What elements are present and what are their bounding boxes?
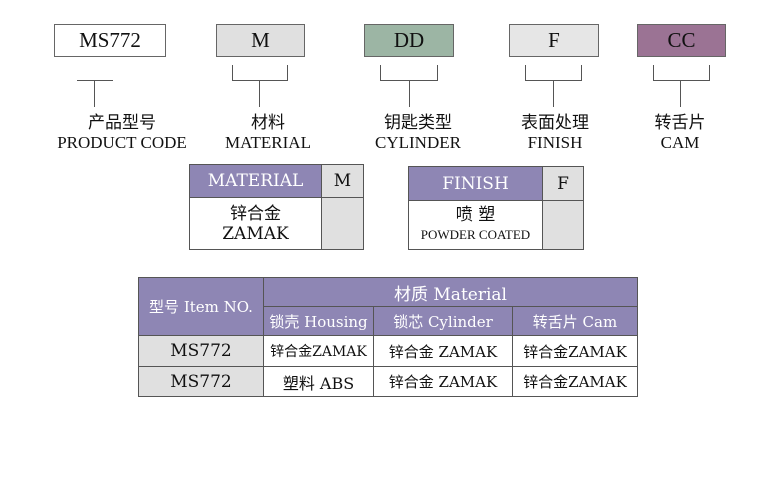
finish-value: 喷 塑 POWDER COATED <box>408 200 543 250</box>
label-en: CYLINDER <box>375 133 461 152</box>
housing-cell: 锌合金ZAMAK <box>263 335 374 367</box>
material-code: M <box>321 164 364 198</box>
housing-cell: 塑料 ABS <box>263 366 374 397</box>
label-en: CAM <box>660 133 700 152</box>
cam-cell: 锌合金ZAMAK <box>512 366 638 397</box>
finish-code-empty <box>542 200 584 250</box>
item-no-header: 型号 Item NO. <box>138 277 264 336</box>
cylinder-cell: 锌合金 ZAMAK <box>373 335 513 367</box>
column-header-housing: 锁壳 Housing <box>263 306 374 336</box>
material-cn: 锌合金 <box>230 203 281 224</box>
label-cn: 转舌片 <box>654 113 706 132</box>
label-cn: 表面处理 <box>521 113 589 132</box>
cam-cell: 锌合金ZAMAK <box>512 335 638 367</box>
column-header-cylinder: 锁芯 Cylinder <box>373 306 513 336</box>
column-header-cam: 转舌片 Cam <box>512 306 638 336</box>
label-en: PRODUCT CODE <box>57 133 187 152</box>
item-cell: MS772 <box>138 366 264 397</box>
cylinder-cell: 锌合金 ZAMAK <box>373 366 513 397</box>
finish-code: F <box>542 166 584 201</box>
label-cn: 材料 <box>251 113 285 132</box>
finish-code-box: F <box>509 24 599 57</box>
material-header: MATERIAL <box>189 164 322 198</box>
material-code-box: M <box>216 24 305 57</box>
label-cn: 产品型号 <box>88 113 156 132</box>
product-code-box: MS772 <box>54 24 166 57</box>
material-en: ZAMAK <box>222 223 289 244</box>
cam-code-box: CC <box>637 24 726 57</box>
material-group-header: 材质 Material <box>263 277 638 307</box>
item-cell: MS772 <box>138 335 264 367</box>
material-code-empty <box>321 197 364 250</box>
label-en: MATERIAL <box>225 133 311 152</box>
label-en: FINISH <box>527 133 583 152</box>
finish-header: FINISH <box>408 166 543 201</box>
label-cn: 钥匙类型 <box>384 113 452 132</box>
finish-cn: 喷 塑 <box>455 205 496 225</box>
cylinder-code-box: DD <box>364 24 454 57</box>
finish-en: POWDER COATED <box>420 227 531 242</box>
